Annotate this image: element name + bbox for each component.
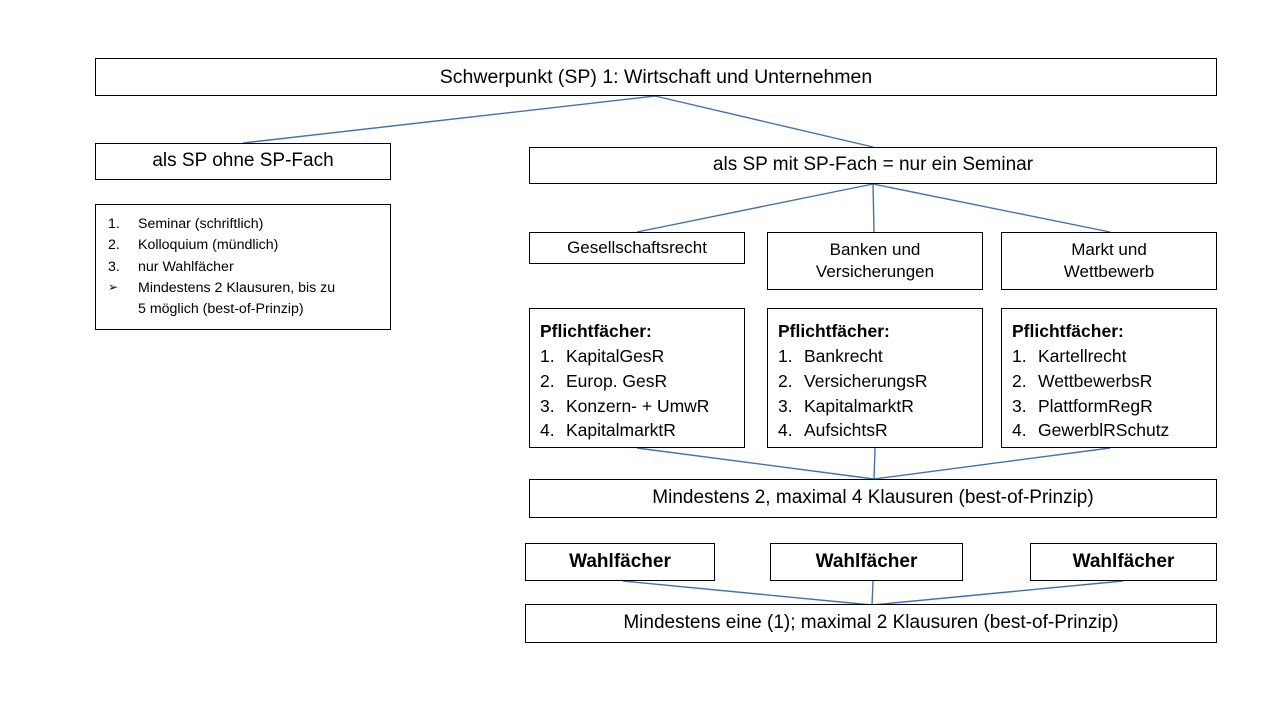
category-box-markt-wettbewerb: Markt und Wettbewerb: [1001, 232, 1217, 290]
required-subject-item: 3. KapitalmarktR: [778, 394, 974, 419]
item-label: KapitalmarktR: [566, 420, 676, 441]
elective-box-3: Wahlfächer: [1030, 543, 1217, 581]
item-number: 3.: [778, 395, 793, 416]
item-label: KapitalGesR: [566, 345, 665, 366]
item-number: 2.: [778, 370, 793, 391]
required-subject-item: 2. WettbewerbsR: [1012, 369, 1208, 394]
item-label: VersicherungsR: [804, 370, 928, 391]
item-label: Konzern- + UmwR: [566, 395, 710, 416]
list-item-label: nur Wahlfächer: [138, 258, 234, 275]
list-marker: 2.: [108, 237, 120, 254]
required-subject-item: 1. KapitalGesR: [540, 344, 736, 369]
item-label: AufsichtsR: [804, 420, 888, 441]
item-number: 2.: [540, 370, 555, 391]
required-subject-item: 2. Europ. GesR: [540, 369, 736, 394]
exam-rule-elective-label: Mindestens eine (1); maximal 2 Klausuren…: [623, 612, 1119, 634]
category-box-banken-versicherungen: Banken und Versicherungen: [767, 232, 983, 290]
item-label: Europ. GesR: [566, 370, 668, 391]
required-subject-item: 4. KapitalmarktR: [540, 418, 736, 443]
branch-left-header-label: als SP ohne SP-Fach: [152, 150, 334, 172]
elective-label: Wahlfächer: [569, 550, 671, 572]
required-subject-item: 1. Bankrecht: [778, 344, 974, 369]
item-number: 2.: [1012, 370, 1027, 391]
elective-box-1: Wahlfächer: [525, 543, 715, 581]
item-label: Bankrecht: [804, 345, 883, 366]
category-label-line2: Versicherungen: [815, 262, 935, 281]
item-number: 4.: [778, 420, 793, 441]
list-item: 1. Seminar (schriftlich): [108, 214, 380, 235]
branch-left-header-box: als SP ohne SP-Fach: [95, 143, 391, 180]
elective-label: Wahlfächer: [1072, 550, 1175, 572]
branch-right-header-box: als SP mit SP-Fach = nur ein Seminar: [529, 147, 1217, 184]
branch-right-header-label: als SP mit SP-Fach = nur ein Seminar: [712, 154, 1034, 176]
category-box-gesellschaftsrecht: Gesellschaftsrecht: [529, 232, 745, 264]
list-item: 3. nur Wahlfächer: [108, 257, 380, 278]
arrow-bullet-icon: ➢: [108, 279, 119, 294]
required-subjects-title: Pflichtfächer:: [1012, 321, 1124, 341]
item-label: WettbewerbsR: [1038, 370, 1153, 391]
required-subjects-title: Pflichtfächer:: [778, 321, 890, 341]
list-marker: 3.: [108, 258, 120, 275]
list-item-label-continued: 5 möglich (best-of-Prinzip): [138, 301, 304, 318]
required-subjects-box-banken-versicherungen: Pflichtfächer: 1. Bankrecht 2. Versicher…: [767, 308, 983, 448]
item-label: Kartellrecht: [1038, 345, 1127, 366]
item-label: GewerblRSchutz: [1038, 420, 1170, 441]
item-number: 1.: [1012, 345, 1027, 366]
elective-label: Wahlfächer: [815, 550, 918, 572]
exam-rule-elective-box: Mindestens eine (1); maximal 2 Klausuren…: [525, 604, 1217, 643]
list-marker: 1.: [108, 216, 120, 232]
required-subject-item: 3. PlattformRegR: [1012, 394, 1208, 419]
required-subject-item: 3. Konzern- + UmwR: [540, 394, 736, 419]
item-number: 1.: [540, 345, 555, 366]
category-label: Gesellschaftsrecht: [567, 238, 707, 258]
category-label-line1: Markt und: [1071, 240, 1147, 260]
exam-rule-required-box: Mindestens 2, maximal 4 Klausuren (best-…: [529, 479, 1217, 518]
elective-box-2: Wahlfächer: [770, 543, 963, 581]
branch-left-list-box: 1. Seminar (schriftlich) 2. Kolloquium (…: [95, 204, 391, 330]
item-number: 4.: [1012, 420, 1027, 441]
item-number: 4.: [540, 420, 555, 441]
item-number: 3.: [1012, 395, 1027, 416]
title-box: Schwerpunkt (SP) 1: Wirtschaft und Unter…: [95, 58, 1217, 96]
list-item: ➢ Mindestens 2 Klausuren, bis zu: [108, 278, 380, 299]
required-subjects-box-gesellschaftsrecht: Pflichtfächer: 1. KapitalGesR 2. Europ. …: [529, 308, 745, 448]
category-label-group: Markt und Wettbewerb: [1064, 239, 1154, 283]
exam-rule-required-label: Mindestens 2, maximal 4 Klausuren (best-…: [652, 487, 1094, 509]
list-item: 2. Kolloquium (mündlich): [108, 235, 380, 256]
required-subject-item: 4. AufsichtsR: [778, 418, 974, 443]
item-label: KapitalmarktR: [804, 395, 914, 416]
item-label: PlattformRegR: [1038, 395, 1153, 416]
category-label-group: Banken und Versicherungen: [816, 239, 934, 283]
required-subjects-box-markt-wettbewerb: Pflichtfächer: 1. Kartellrecht 2. Wettbe…: [1001, 308, 1217, 448]
required-subject-item: 1. Kartellrecht: [1012, 344, 1208, 369]
list-item-label: Seminar (schriftlich): [138, 216, 264, 232]
category-label-line2: Wettbewerb: [1063, 262, 1155, 281]
title-label: Schwerpunkt (SP) 1: Wirtschaft und Unter…: [439, 65, 873, 88]
required-subject-item: 2. VersicherungsR: [778, 369, 974, 394]
item-number: 1.: [778, 345, 793, 366]
list-item-label: Mindestens 2 Klausuren, bis zu: [138, 279, 336, 296]
category-label-line1: Banken und: [829, 240, 921, 260]
list-item-label: Kolloquium (mündlich): [138, 237, 279, 254]
item-number: 3.: [540, 395, 555, 416]
required-subject-item: 4. GewerblRSchutz: [1012, 418, 1208, 443]
required-subjects-title: Pflichtfächer:: [540, 321, 652, 341]
